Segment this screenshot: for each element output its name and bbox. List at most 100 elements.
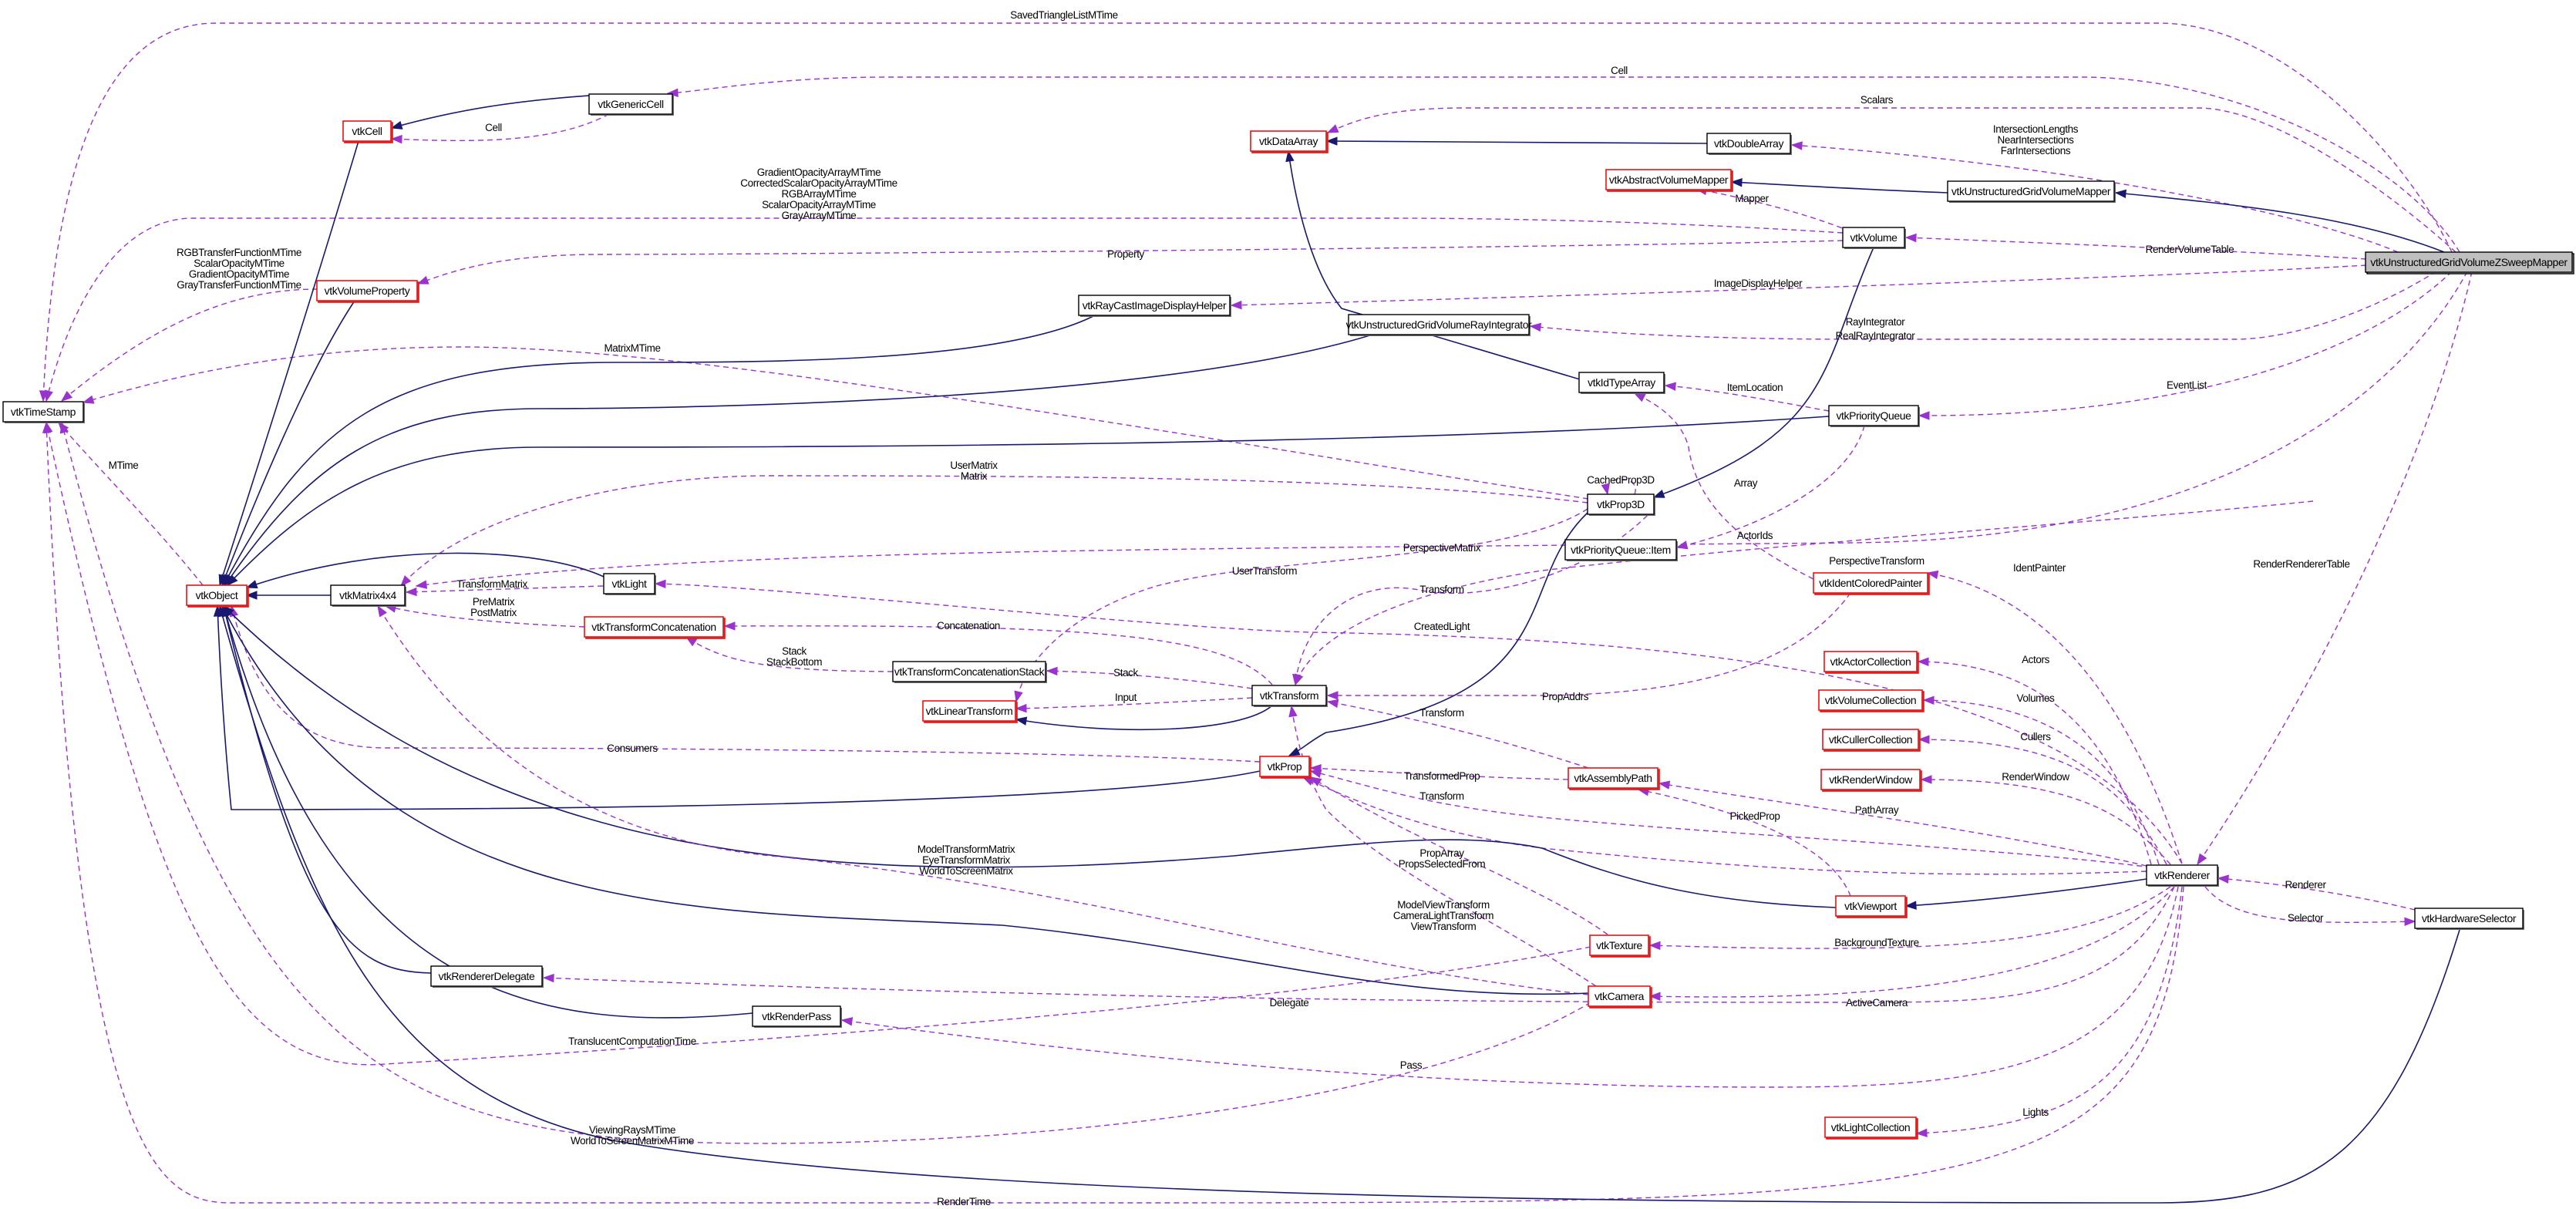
arrowhead-icon <box>1309 769 1322 778</box>
node-viewport[interactable]: vtkViewport <box>1835 895 1908 918</box>
node-label: vtkProp3D <box>1597 498 1645 510</box>
node-volumecollection[interactable]: vtkVolumeCollection <box>1818 689 1924 712</box>
node-matrix4x4[interactable]: vtkMatrix4x4 <box>330 584 406 607</box>
node-actorcollection[interactable]: vtkActorCollection <box>1823 651 1919 674</box>
edge-line <box>1302 776 2147 875</box>
edge-prop-to-object <box>229 604 1261 763</box>
edge-line <box>2115 192 2445 253</box>
edge-zsweep-to-genericcell <box>666 76 2460 253</box>
edge-line <box>1310 767 1569 780</box>
node-zsweep[interactable]: vtkUnstructuredGridVolumeZSweepMapper <box>2365 251 2574 274</box>
edge-line <box>1695 188 1851 232</box>
edge-label: WorldToScreenMatrixMTime <box>571 1135 694 1147</box>
node-cullercollection[interactable]: vtkCullerCollection <box>1822 729 1921 752</box>
node-volumeproperty[interactable]: vtkVolumeProperty <box>316 280 419 303</box>
node-renderer[interactable]: vtkRenderer <box>2146 864 2219 887</box>
node-lineartransform[interactable]: vtkLinearTransform <box>922 700 1018 723</box>
node-camera[interactable]: vtkCamera <box>1588 985 1652 1009</box>
edge-label: NearIntersections <box>1998 134 2075 146</box>
node-lightcollection[interactable]: vtkLightCollection <box>1824 1116 1918 1140</box>
node-object[interactable]: vtkObject <box>186 584 249 608</box>
edge-matrix4x4-to-object <box>245 591 331 600</box>
edge-zsweep-to-renderer <box>2197 271 2473 866</box>
edge-label: CorrectedScalarOpacityArrayMTime <box>740 177 897 189</box>
node-volume[interactable]: vtkVolume <box>1842 227 1906 249</box>
node-timestamp[interactable]: vtkTimeStamp <box>2 401 85 423</box>
edge-line <box>1649 886 2175 998</box>
edge-line <box>2217 877 2416 911</box>
node-transformconcat[interactable]: vtkTransformConcatenation <box>584 616 726 639</box>
edge-line <box>1638 789 1851 897</box>
arrowhead-icon <box>2197 853 2207 866</box>
edge-label: PostMatrix <box>470 607 517 618</box>
edge-line <box>2197 271 2473 865</box>
node-label: vtkRenderWindow <box>1829 773 1913 786</box>
arrowhead-icon <box>1326 691 1339 700</box>
node-box <box>752 1005 841 1027</box>
edge-line <box>221 300 355 586</box>
node-box <box>1259 756 1310 777</box>
edge-line <box>417 240 1844 285</box>
edge-line <box>1288 512 1588 756</box>
arrowhead-icon <box>1652 489 1665 498</box>
node-raycasthelper[interactable]: vtkRayCastImageDisplayHelper <box>1078 295 1231 317</box>
node-prop[interactable]: vtkProp <box>1259 756 1312 779</box>
node-light[interactable]: vtkLight <box>603 573 656 595</box>
node-hardwareselector[interactable]: vtkHardwareSelector <box>2414 908 2524 930</box>
edge-renderer-to-cullercollection <box>1918 735 2167 865</box>
node-identpainter[interactable]: vtkIdentColoredPainter <box>1813 572 1930 595</box>
edge-label: StackBottom <box>766 656 822 668</box>
node-doublearray[interactable]: vtkDoubleArray <box>1706 133 1792 155</box>
arrowhead-icon <box>390 134 402 144</box>
node-renderpass[interactable]: vtkRenderPass <box>752 1005 842 1028</box>
edge-line <box>2204 886 2416 923</box>
node-priorityqueue[interactable]: vtkPriorityQueue <box>1828 405 1920 427</box>
edge-ugvolumemapper-to-abstractvolumemapper <box>1730 178 1948 194</box>
edge-line <box>1665 385 1830 412</box>
node-box <box>1348 314 1530 335</box>
arrowhead-icon <box>1633 392 1646 402</box>
edge-renderer-to-camera <box>1648 886 2175 1002</box>
edge-line <box>400 475 1588 587</box>
arrowhead-icon <box>1230 300 1242 310</box>
node-box <box>1828 405 1919 426</box>
edge-label: Array <box>1734 477 1758 489</box>
node-rayintegrator[interactable]: vtkUnstructuredGridVolumeRayIntegrator <box>1346 314 1533 336</box>
node-box <box>1820 769 1921 790</box>
node-label: vtkRenderer <box>2154 869 2211 881</box>
node-prop3d[interactable]: vtkProp3D <box>1587 493 1655 516</box>
edge-prop3d-to-timestamp <box>82 346 1589 500</box>
node-dataarray[interactable]: vtkDataArray <box>1250 130 1328 153</box>
node-box <box>186 584 247 606</box>
node-idtypearray[interactable]: vtkIdTypeArray <box>1578 372 1665 394</box>
node-transform[interactable]: vtkTransform <box>1251 685 1328 707</box>
node-transformconcatstack[interactable]: vtkTransformConcatenationStack <box>892 661 1047 683</box>
edge-label: Delegate <box>1270 997 1309 1009</box>
edge-label: ViewingRaysMTime <box>589 1124 675 1136</box>
node-renderwindow[interactable]: vtkRenderWindow <box>1820 769 1922 792</box>
node-texture[interactable]: vtkTexture <box>1589 935 1651 958</box>
edge-line <box>221 605 1589 995</box>
edge-renderer-to-identpainter <box>1926 570 2183 864</box>
node-box <box>1078 295 1231 316</box>
edge-light-to-matrix4x4 <box>405 585 604 597</box>
arrowhead-icon <box>405 587 417 597</box>
arrowhead-icon <box>221 604 231 618</box>
node-cell[interactable]: vtkCell <box>342 120 393 143</box>
edge-label: TranslucentComputationTime <box>568 1036 696 1047</box>
edge-label: MatrixMTime <box>604 342 660 354</box>
edge-line <box>1634 392 1814 580</box>
arrowhead-icon <box>1015 703 1027 713</box>
arrowhead-icon <box>377 604 387 618</box>
edge-label: ScalarOpacityArrayMTime <box>762 199 876 210</box>
node-abstractvolumemapper[interactable]: vtkAbstractVolumeMapper <box>1605 169 1733 192</box>
edge-priorityqueue-to-object <box>227 416 1830 587</box>
node-assemblypath[interactable]: vtkAssemblyPath <box>1567 767 1660 790</box>
node-rendererdelegate[interactable]: vtkRendererDelegate <box>430 965 544 988</box>
node-genericcell[interactable]: vtkGenericCell <box>588 93 674 116</box>
arrowhead-icon <box>840 1017 854 1026</box>
edge-label: CameraLightTransform <box>1393 910 1493 921</box>
node-ugvolumemapper[interactable]: vtkUnstructuredGridVolumeMapper <box>1947 180 2116 203</box>
arrowhead-icon <box>1918 411 1930 420</box>
node-pqitem[interactable]: vtkPriorityQueue::Item <box>1564 539 1678 561</box>
